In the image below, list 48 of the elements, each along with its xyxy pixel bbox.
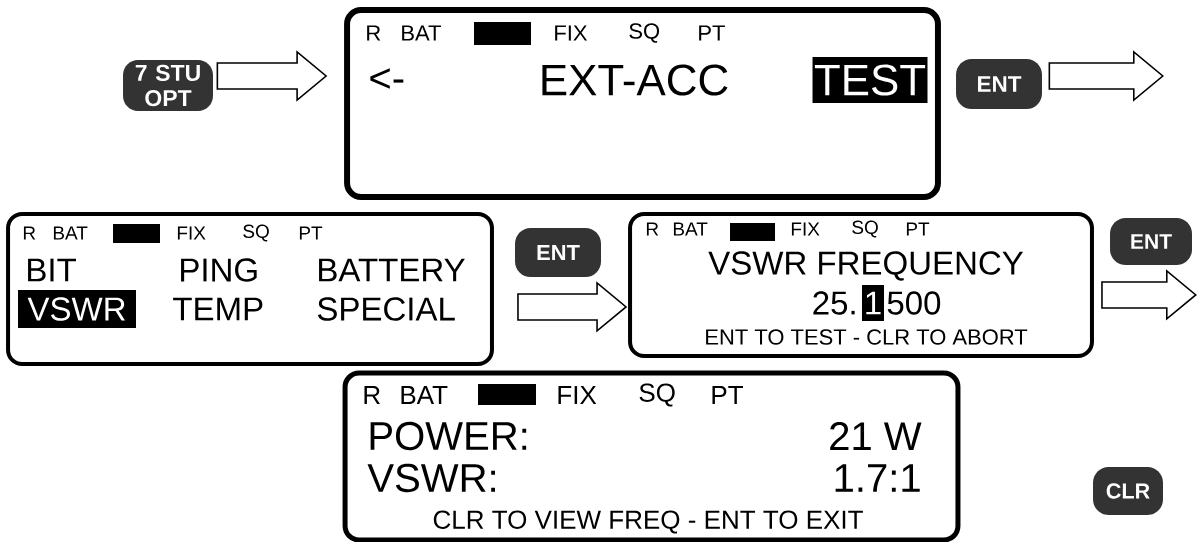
key-button: ENT (1110, 218, 1192, 265)
screen-text: PT (712, 386, 743, 404)
highlighted-text: 1 (862, 285, 884, 321)
screen-text: BAT (402, 25, 441, 41)
screen-text: FIX (555, 25, 588, 41)
screen-text: PING (181, 258, 257, 282)
block-arrow (517, 281, 628, 333)
screen-text: FIX (177, 226, 206, 240)
screen-text: SPECIAL (317, 297, 455, 321)
screen-text: 1.7:1 (835, 464, 920, 492)
screen-text: R (364, 386, 380, 404)
screen-text: SQ (243, 224, 269, 242)
block-arrow (1101, 269, 1197, 321)
screen-text: SQ (852, 220, 878, 238)
screen-text: <- (370, 68, 404, 89)
screen-text: ENT TO TEST - CLR TO ABORT (706, 329, 1028, 345)
key-button: ENT (515, 228, 601, 277)
block-arrow (216, 50, 328, 102)
screen-text: R (23, 226, 36, 240)
screen-text: 25. (813, 291, 855, 315)
screen-text: VSWR: (367, 463, 495, 493)
screen-text: 21 W (830, 422, 922, 450)
screen-text: R (367, 25, 381, 41)
screen-text: 500 (887, 291, 941, 315)
key-button: ENT (956, 59, 1042, 109)
screen-text: PT (299, 226, 323, 240)
screen-text: BIT (28, 258, 76, 282)
screen-text: R (646, 222, 659, 236)
screen-text: TEMP (173, 297, 263, 321)
screen-text: BAT (53, 226, 88, 240)
screen-text: BAT (401, 386, 448, 404)
screen-text: FIX (791, 222, 820, 236)
key-button: 7 STU OPT (123, 60, 213, 111)
screen-text: VSWR FREQUENCY (708, 251, 1024, 281)
block-arrow (1048, 50, 1164, 102)
screen-text: BAT (673, 222, 708, 236)
screen-text: BATTERY (319, 258, 465, 282)
screen-text: EXT-ACC (542, 64, 728, 96)
screen-text: SQ (639, 383, 675, 407)
screen-text: PT (906, 222, 930, 236)
screen-text: SQ (629, 23, 660, 43)
highlighted-text: VSWR (18, 290, 136, 328)
key-button: CLR (1093, 467, 1163, 515)
screen-text: PT (699, 25, 725, 41)
screen-text: FIX (558, 386, 597, 404)
highlighted-text: TEST (812, 57, 928, 103)
screen-text: CLR TO VIEW FREQ - ENT TO EXIT (433, 510, 863, 534)
screen-text: POWER: (370, 421, 527, 451)
